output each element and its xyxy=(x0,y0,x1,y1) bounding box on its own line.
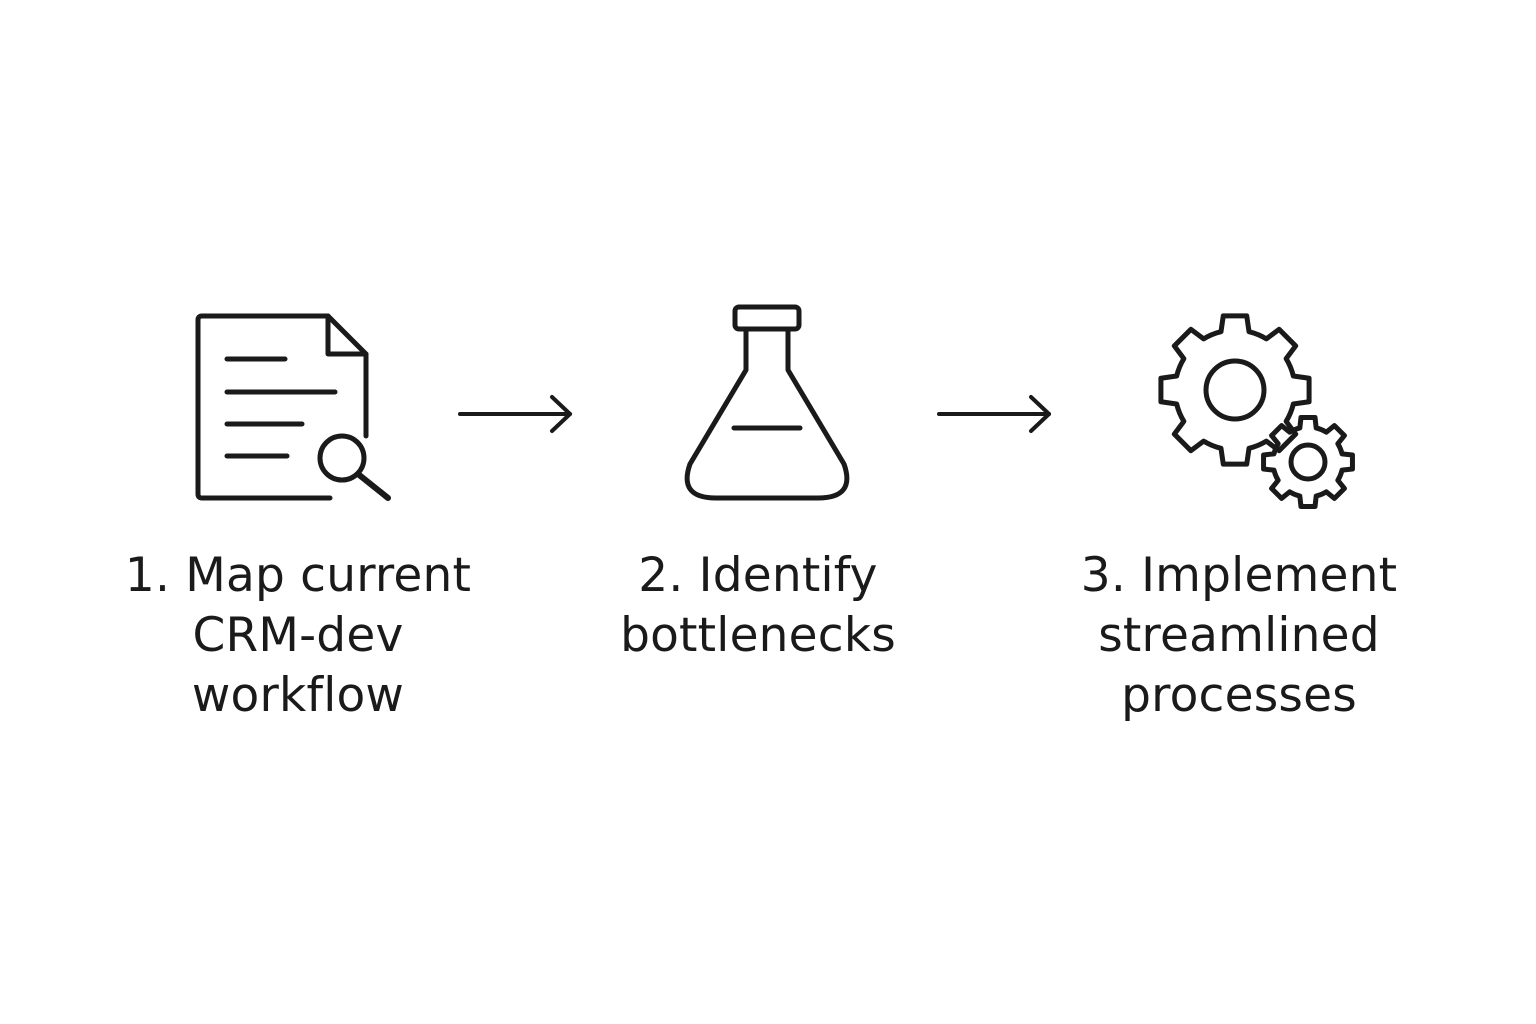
document-search-icon xyxy=(190,308,400,508)
step-label-map-workflow: 1. Map current CRM-dev workflow xyxy=(88,546,508,726)
step-label-line: bottlenecks xyxy=(620,608,896,663)
step-label-identify-bottlenecks: 2. Identify bottlenecks xyxy=(548,546,968,666)
step-label-line: 1. Map current xyxy=(124,548,472,603)
step-label-line: streamlined xyxy=(1098,608,1380,663)
flask-icon xyxy=(680,302,860,506)
step-label-implement-processes: 3. Implement streamlined processes xyxy=(1029,546,1449,726)
arrow-right-icon xyxy=(458,392,578,436)
step-label-line: 2. Identify xyxy=(638,548,878,603)
step-label-line: processes xyxy=(1121,668,1357,723)
step-label-line: CRM-dev xyxy=(192,608,404,663)
step-label-line: workflow xyxy=(191,668,405,723)
arrow-right-icon xyxy=(937,392,1057,436)
step-label-line: 3. Implement xyxy=(1080,548,1398,603)
gears-icon xyxy=(1150,305,1370,515)
